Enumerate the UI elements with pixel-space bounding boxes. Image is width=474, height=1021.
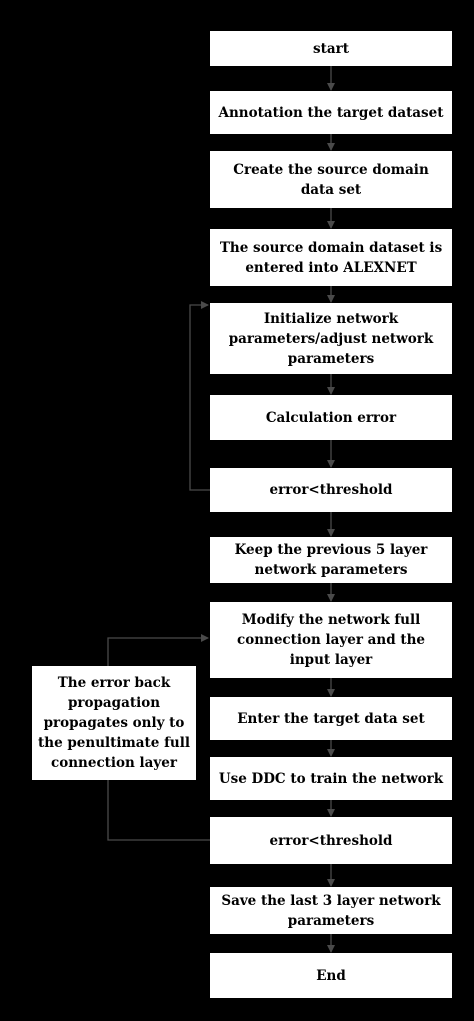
enter-alexnet-node: The source domain dataset is entered int… bbox=[210, 229, 452, 286]
backprop-note-node: The error back propagation propagates on… bbox=[32, 666, 196, 780]
loop-threshold2-to-note bbox=[107, 780, 210, 841]
keep-params-node: Keep the previous 5 layer network parame… bbox=[210, 537, 452, 583]
calc-error-node: Calculation error bbox=[210, 395, 452, 440]
create-source-node: Create the source domain data set bbox=[210, 151, 452, 208]
loop-note-to-modify bbox=[107, 634, 209, 666]
use-ddc-node: Use DDC to train the network bbox=[210, 757, 452, 800]
modify-layer-node: Modify the network full connection layer… bbox=[210, 602, 452, 678]
enter-target-node: Enter the target data set bbox=[210, 697, 452, 740]
annotate-target-node: Annotation the target dataset bbox=[210, 91, 452, 134]
end-node: End bbox=[210, 953, 452, 998]
threshold-check-2: error<threshold bbox=[210, 817, 452, 864]
start-node: start bbox=[210, 31, 452, 66]
loop-threshold-to-init bbox=[189, 301, 210, 491]
threshold-check-1: error<threshold bbox=[210, 468, 452, 512]
save-params-node: Save the last 3 layer network parameters bbox=[210, 887, 452, 934]
init-params-node: Initialize network parameters/adjust net… bbox=[210, 303, 452, 374]
